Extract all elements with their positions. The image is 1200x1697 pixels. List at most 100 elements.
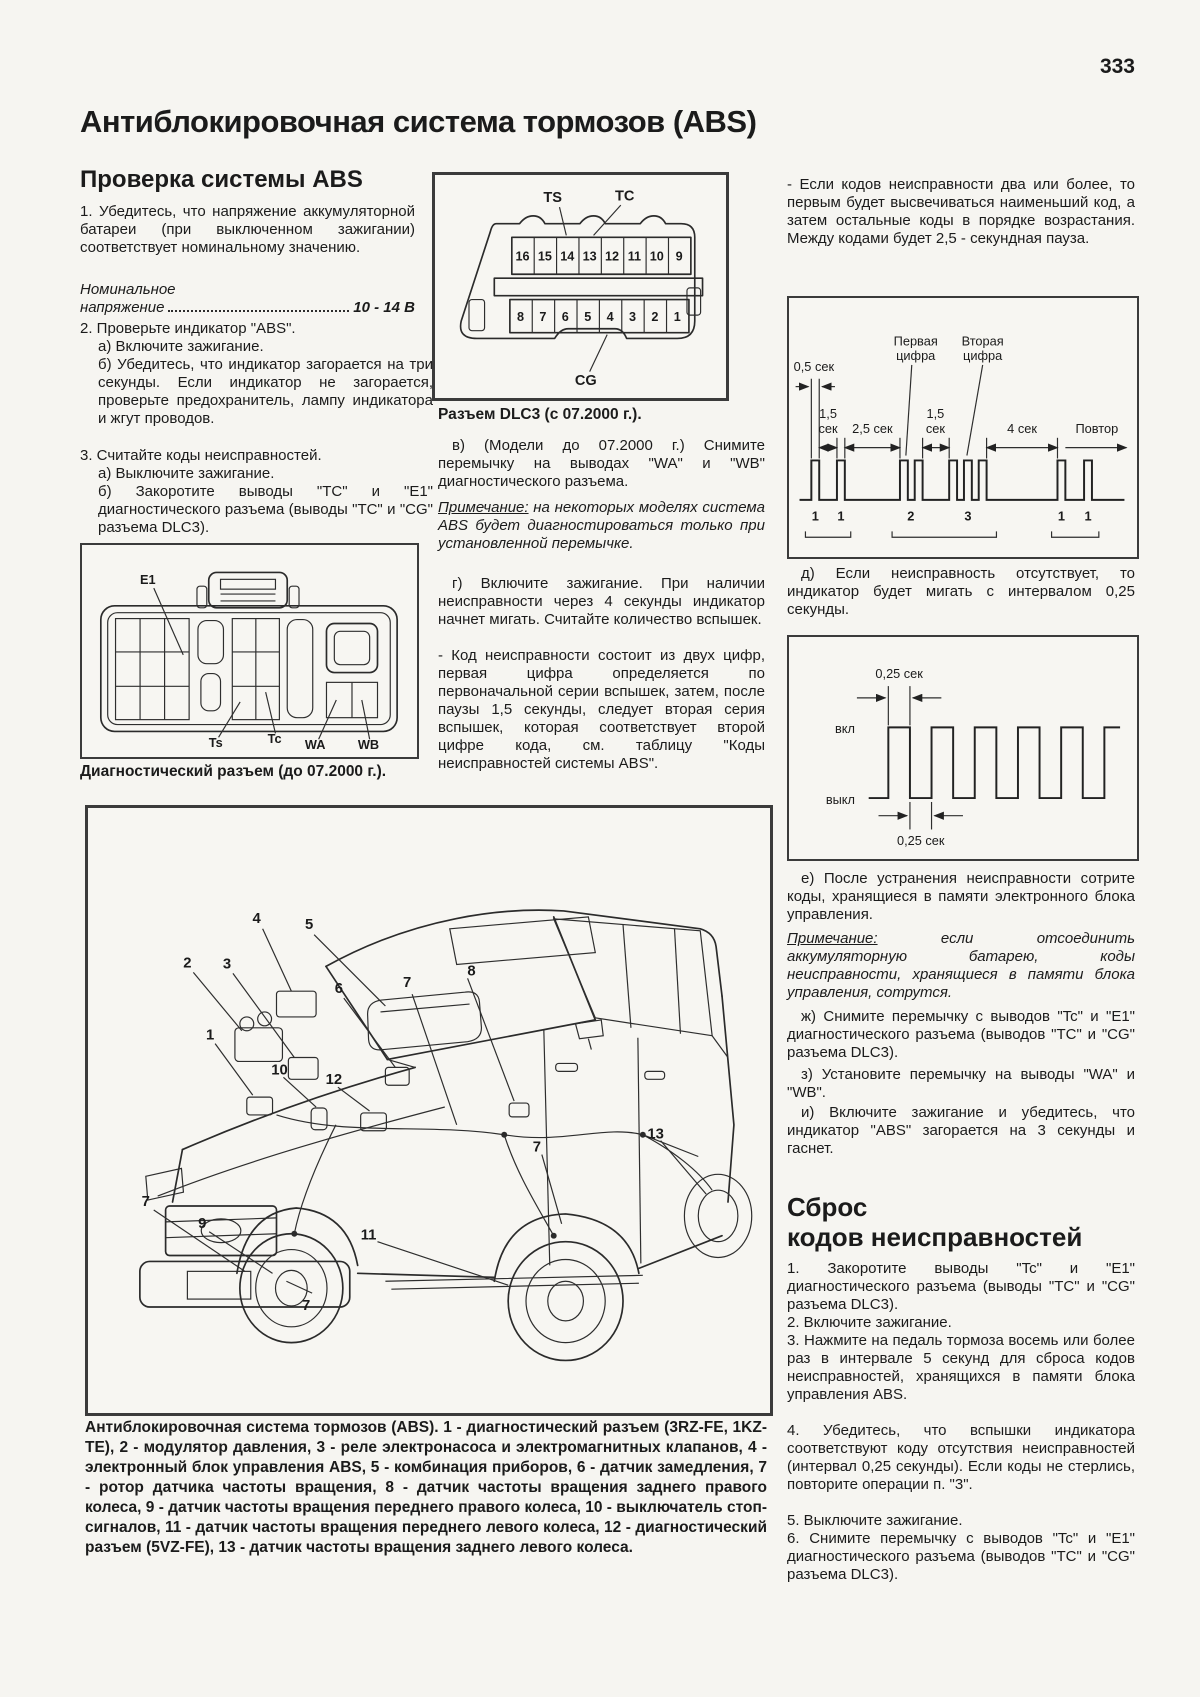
count-1b: 1 [837,509,844,524]
pin-3: 3 [629,310,636,324]
pulse-width-label: 0,5 сек [794,359,835,374]
step-zh: ж) Снимите перемычку с выводов "Tc" и "E… [787,1008,1135,1061]
callout-7a: 7 [403,975,411,991]
count-1c: 1 [1058,509,1065,524]
spec-line: напряжение 10 - 14 В [80,299,415,316]
callout-2: 2 [183,955,191,971]
step-d: д) Если неисправность отсутствует, то ин… [787,565,1135,618]
blink-code-diagram: 0,5 сек Первая цифра Вторая цифра 1,5 се… [787,296,1139,559]
interval-top-label: 0,25 сек [875,666,923,681]
pin-5: 5 [584,310,591,324]
step-e: е) После устранения неисправности сотрит… [787,870,1135,923]
step-i: и) Включите зажигание и убедитесь, что и… [787,1104,1135,1157]
pin-14: 14 [560,250,574,264]
pin-10: 10 [650,250,664,264]
pin-2: 2 [651,310,658,324]
callout-1: 1 [206,1028,214,1044]
suv-drawing: 4 5 2 3 6 7 8 1 10 12 7 9 11 7 7 13 [139,909,753,1362]
pause-4: 4 сек [1007,421,1037,436]
callout-12: 12 [326,1072,343,1088]
step-1: 1. Убедитесь, что напряжение аккумулятор… [80,203,415,256]
reset-heading-line1: Сброс [787,1192,868,1222]
callout-10: 10 [271,1062,288,1078]
pin-12: 12 [605,250,619,264]
pin-1: 1 [674,310,681,324]
code-description: - Код неисправности состоит из двух цифр… [438,647,765,772]
callout-3: 3 [223,956,231,972]
second-digit-label-1: Вторая [962,333,1004,348]
section-heading-check: Проверка системы ABS [80,166,363,193]
pin-16: 16 [515,250,529,264]
reset-step-1: 1. Закоротите выводы "Tc" и "E1" диагнос… [787,1260,1135,1313]
step-3: 3. Считайте коды неисправностей. [80,447,322,464]
no-fault-waveform: 0,25 сек вкл выкл 0,25 сек [826,666,1121,848]
page-title: Антиблокировочная система тормозов (ABS) [80,104,757,139]
pause-15b-2: сек [926,421,945,436]
diagnostic-connector-drawing: E1 Ts Tc WA WB [99,571,398,752]
blink-code-waveform: 0,5 сек Первая цифра Вторая цифра 1,5 се… [794,333,1128,538]
reset-step-4: 4. Убедитесь, что вспышки индикатора соо… [787,1422,1135,1493]
reset-heading-line2: кодов неисправностей [787,1222,1083,1252]
note-middle: Примечание: на некоторых моделях система… [438,499,765,553]
pause-15b-1: 1,5 [927,406,945,421]
label-e1: E1 [140,572,156,587]
no-fault-diagram: 0,25 сек вкл выкл 0,25 сек [787,635,1139,861]
label-wa: WA [305,737,326,752]
step-v: в) (Модели до 07.2000 г.) Снимите перемы… [438,437,765,490]
callout-13: 13 [647,1127,664,1143]
note-label: Примечание: [438,499,529,516]
note-right: Примечание: если отсоединить аккумулятор… [787,930,1135,1002]
intro-codes: - Если кодов неисправности два или более… [787,176,1135,247]
dlc3-connector-drawing: 16 15 14 13 12 11 10 9 8 7 6 5 4 3 2 [459,188,704,389]
second-digit-label-2: цифра [963,348,1003,363]
pin-13: 13 [583,250,597,264]
step-3a: а) Выключите зажигание. [98,465,275,482]
section-heading-reset: Сброс кодов неисправностей [787,1192,1135,1252]
spec-value: 10 - 14 В [353,299,415,316]
diagnostic-connector-figure: E1 Ts Tc WA WB [80,543,419,759]
car-figure-caption: Антиблокировочная система тормозов (ABS)… [85,1419,767,1556]
callout-4: 4 [253,911,262,927]
note-text: на некоторых моделях система ABS будет д… [438,499,765,552]
dlc3-figure: 16 15 14 13 12 11 10 9 8 7 6 5 4 3 2 [432,172,729,401]
label-wb: WB [358,737,379,752]
pause-15a-2: сек [819,421,838,436]
dotted-leader [168,310,350,312]
label-ts: Ts [209,735,223,750]
spec-label: Номинальное [80,281,176,298]
callout-7d: 7 [533,1140,541,1156]
page-number: 333 [1099,55,1135,78]
callout-11: 11 [361,1228,377,1244]
step-g: г) Включите зажигание. При наличии неисп… [438,575,765,628]
callout-9: 9 [198,1216,206,1232]
label-tc-dlc3: TC [615,188,635,204]
pin-8: 8 [517,310,524,324]
step-3b: б) Закоротите выводы "TC" и "E1" диагнос… [98,483,433,536]
step-2a: а) Включите зажигание. [98,338,264,355]
reset-step-2: 2. Включите зажигание. [787,1314,952,1331]
off-label: выкл [826,792,855,807]
label-ts-dlc3: TS [543,190,562,206]
reset-step-3: 3. Нажмите на педаль тормоза восемь или … [787,1332,1135,1403]
pin-7: 7 [539,310,546,324]
count-1a: 1 [812,509,819,524]
count-1d: 1 [1084,509,1091,524]
pin-6: 6 [562,310,569,324]
callout-8: 8 [467,963,475,979]
label-cg-dlc3: CG [575,373,597,389]
callout-5: 5 [305,917,313,933]
pin-9: 9 [676,250,683,264]
pause-25: 2,5 сек [852,421,893,436]
pause-15a-1: 1,5 [819,406,837,421]
reset-step-6: 6. Снимите перемычку с выводов "Tc" и "E… [787,1530,1135,1583]
abs-components-figure: 4 5 2 3 6 7 8 1 10 12 7 9 11 7 7 13 [85,805,773,1416]
callout-7c: 7 [302,1298,310,1314]
first-digit-label-1: Первая [894,333,938,348]
repeat-label: Повтор [1076,421,1119,436]
interval-bottom-label: 0,25 сек [897,833,945,848]
pin-11: 11 [628,250,641,264]
count-3: 3 [964,509,971,524]
label-tc: Tc [268,731,282,746]
dlc3-caption: Разъем DLC3 (с 07.2000 г.). [438,406,642,423]
